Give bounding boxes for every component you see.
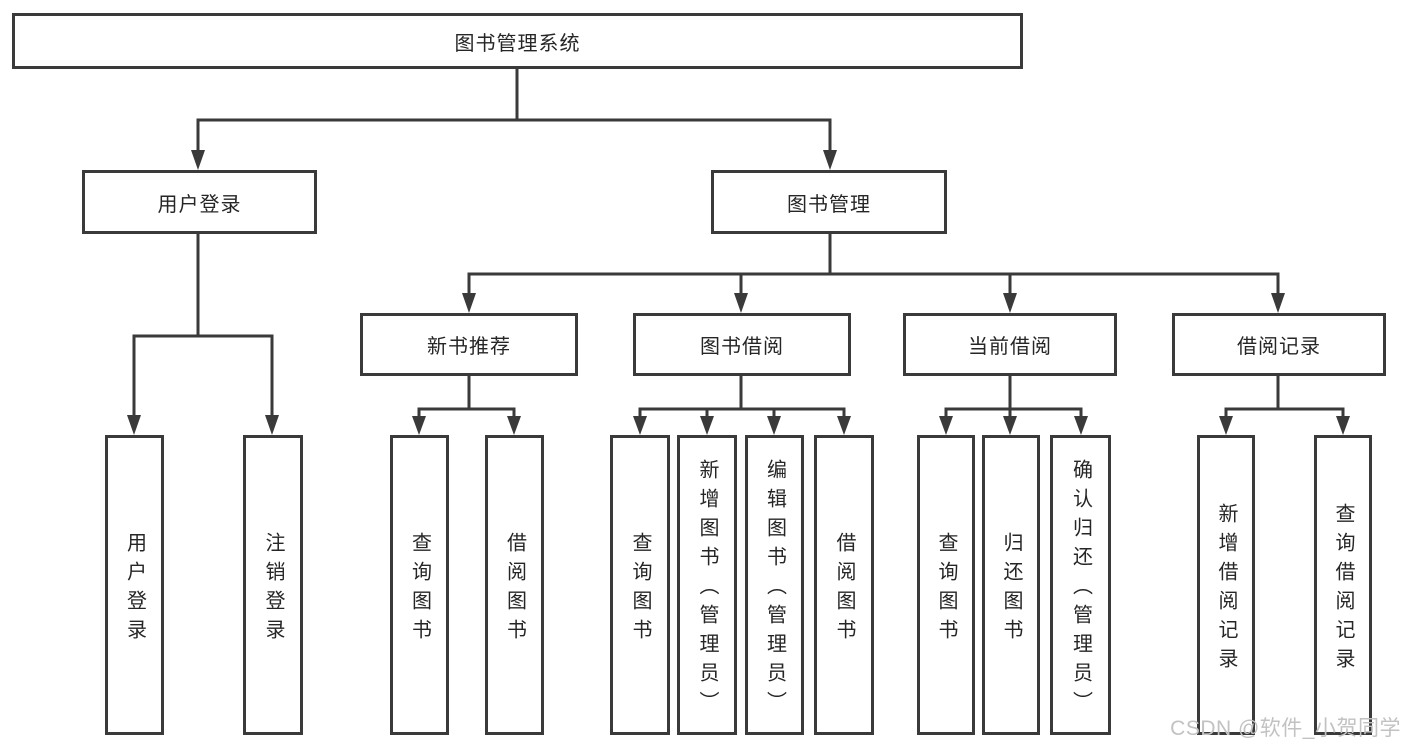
leaf-query-books-recommend-label: 查询图书 <box>408 531 431 648</box>
node-book-management: 图书管理 <box>711 170 947 234</box>
csdn-watermark: CSDN @软件_小贺同学 <box>1170 717 1401 740</box>
node-user-login: 用户登录 <box>82 170 317 234</box>
leaf-borrow-books: 借阅图书 <box>814 435 874 735</box>
node-book-borrowing-label: 图书借阅 <box>700 336 784 358</box>
leaf-query-books-borrowing-label: 查询图书 <box>629 531 651 648</box>
node-book-borrowing: 图书借阅 <box>633 313 851 376</box>
leaf-edit-book-admin-label: 编辑图书（管理员） <box>763 459 786 720</box>
leaf-add-book-admin-label: 新增图书（管理员） <box>696 459 718 720</box>
leaf-borrow-books-recommend-label: 借阅图书 <box>503 531 526 648</box>
leaf-return-books-label: 归还图书 <box>1000 531 1022 648</box>
leaf-user-login-label: 用户登录 <box>123 531 146 648</box>
leaf-edit-book-admin: 编辑图书（管理员） <box>745 435 804 735</box>
leaf-user-login: 用户登录 <box>105 435 164 735</box>
leaf-query-books-recommend: 查询图书 <box>390 435 449 735</box>
leaf-add-borrow-record: 新增借阅记录 <box>1197 435 1255 735</box>
node-borrow-records: 借阅记录 <box>1172 313 1386 376</box>
arrowheads <box>127 150 1350 435</box>
node-new-book-recommend: 新书推荐 <box>360 313 578 376</box>
node-current-borrowing: 当前借阅 <box>903 313 1117 376</box>
leaf-query-books-current: 查询图书 <box>917 435 975 735</box>
leaf-borrow-books-label: 借阅图书 <box>833 531 855 648</box>
node-book-management-label: 图书管理 <box>787 193 871 216</box>
leaf-logout-label: 注销登录 <box>262 531 284 648</box>
leaf-add-borrow-record-label: 新增借阅记录 <box>1215 502 1237 677</box>
node-borrow-records-label: 借阅记录 <box>1237 336 1321 358</box>
leaf-query-borrow-record-label: 查询借阅记录 <box>1332 502 1354 677</box>
node-user-login-label: 用户登录 <box>157 193 242 216</box>
leaf-logout: 注销登录 <box>243 435 303 735</box>
leaf-return-books: 归还图书 <box>982 435 1040 735</box>
leaf-add-book-admin: 新增图书（管理员） <box>677 435 737 735</box>
leaf-query-books-borrowing: 查询图书 <box>610 435 670 735</box>
leaf-query-books-current-label: 查询图书 <box>935 531 957 648</box>
node-current-borrowing-label: 当前借阅 <box>968 336 1052 358</box>
node-library-system-label: 图书管理系统 <box>454 32 581 55</box>
leaf-query-borrow-record: 查询借阅记录 <box>1314 435 1372 735</box>
node-new-book-recommend-label: 新书推荐 <box>427 336 511 358</box>
leaf-confirm-return-admin: 确认归还（管理员） <box>1050 435 1111 735</box>
leaf-borrow-books-recommend: 借阅图书 <box>485 435 544 735</box>
node-library-system: 图书管理系统 <box>12 13 1023 69</box>
leaf-confirm-return-admin-label: 确认归还（管理员） <box>1069 459 1092 720</box>
